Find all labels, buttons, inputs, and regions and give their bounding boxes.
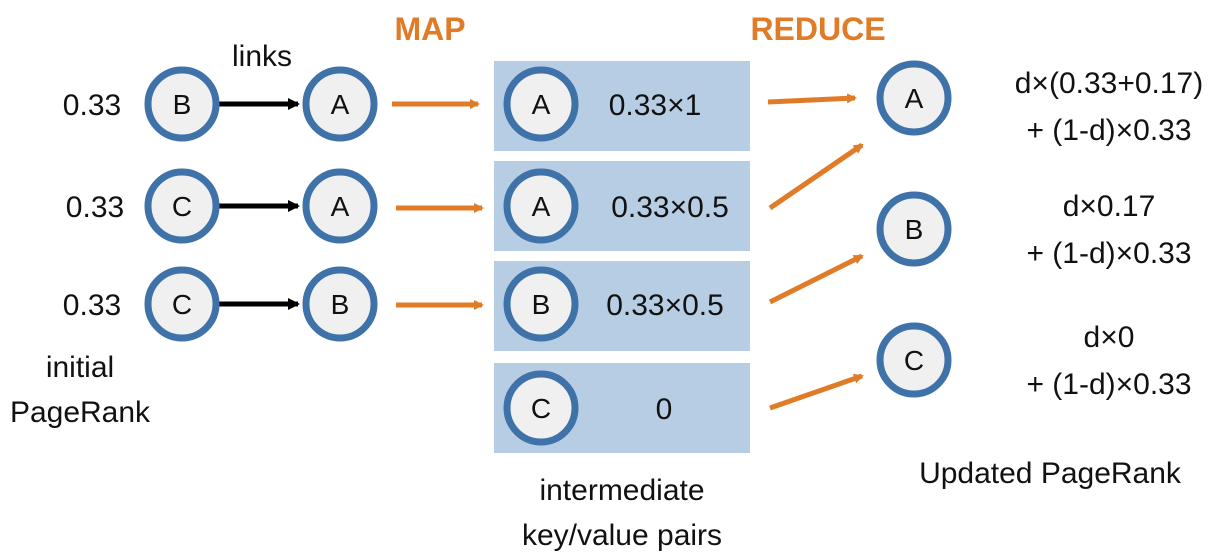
input-row-1: 0.33 B A <box>63 66 378 142</box>
kv-key-node <box>503 266 579 342</box>
links-label: links <box>232 40 292 73</box>
output-formula-line1: d×0 <box>1084 321 1135 354</box>
target-node-label: A <box>331 191 350 222</box>
input-row-2: 0.33 C A <box>66 168 378 244</box>
kv-pair-1: A 0.33×1 <box>494 61 750 151</box>
reduce-arrow <box>769 373 864 411</box>
kv-value: 0.33×0.5 <box>606 289 724 322</box>
kv-key-node <box>503 66 579 142</box>
output-node <box>876 191 952 267</box>
kv-key-node <box>503 168 579 244</box>
output-node <box>876 60 952 136</box>
output-formula-line2: + (1-d)×0.33 <box>1026 237 1191 270</box>
kv-pair-4: C 0 <box>494 363 750 453</box>
kv-pair-3: B 0.33×0.5 <box>494 261 750 351</box>
input-rank: 0.33 <box>63 289 121 322</box>
output-row-c: C d×0 + (1-d)×0.33 <box>876 321 1192 401</box>
kv-key: A <box>532 191 551 222</box>
input-rank: 0.33 <box>66 191 124 224</box>
output-node-label: C <box>904 345 924 376</box>
output-node-label: A <box>905 83 924 114</box>
output-node-label: B <box>905 214 924 245</box>
output-formula-line1: d×0.17 <box>1063 190 1156 223</box>
map-header: MAP <box>394 11 465 47</box>
source-node <box>144 266 220 342</box>
output-row-a: A d×(0.33+0.17) + (1-d)×0.33 <box>876 60 1203 147</box>
output-formula-line2: + (1-d)×0.33 <box>1026 368 1191 401</box>
source-node <box>144 168 220 244</box>
source-node <box>144 66 220 142</box>
kv-value: 0.33×0.5 <box>611 191 729 224</box>
kv-key: C <box>531 393 551 424</box>
target-node <box>302 266 378 342</box>
output-formula-line1: d×(0.33+0.17) <box>1015 67 1203 100</box>
pairs-label-line2: key/value pairs <box>522 519 722 552</box>
target-node-label: B <box>331 289 350 320</box>
output-formula-line2: + (1-d)×0.33 <box>1026 114 1191 147</box>
reduce-arrow <box>768 253 864 305</box>
target-node <box>302 168 378 244</box>
input-rank: 0.33 <box>63 89 121 122</box>
input-row-3: 0.33 C B <box>63 266 378 342</box>
output-node <box>876 322 952 398</box>
kv-key-node <box>503 370 579 446</box>
kv-value: 0 <box>656 393 673 426</box>
output-row-b: B d×0.17 + (1-d)×0.33 <box>876 190 1192 270</box>
kv-value: 0.33×1 <box>609 89 702 122</box>
kv-key: B <box>532 289 551 320</box>
updated-label: Updated PageRank <box>919 457 1182 490</box>
target-node-label: A <box>331 89 350 120</box>
reduce-header: REDUCE <box>750 11 885 47</box>
source-node-label: C <box>172 289 192 320</box>
target-node <box>302 66 378 142</box>
kv-pair-2: A 0.33×0.5 <box>494 161 750 251</box>
source-node-label: B <box>173 89 192 120</box>
source-node-label: C <box>172 191 192 222</box>
initial-label-line2: PageRank <box>10 396 151 429</box>
initial-label-line1: initial <box>46 351 114 384</box>
reduce-arrow <box>768 142 864 211</box>
reduce-arrow <box>767 93 857 105</box>
pairs-label-line1: intermediate <box>539 474 704 507</box>
kv-key: A <box>532 89 551 120</box>
